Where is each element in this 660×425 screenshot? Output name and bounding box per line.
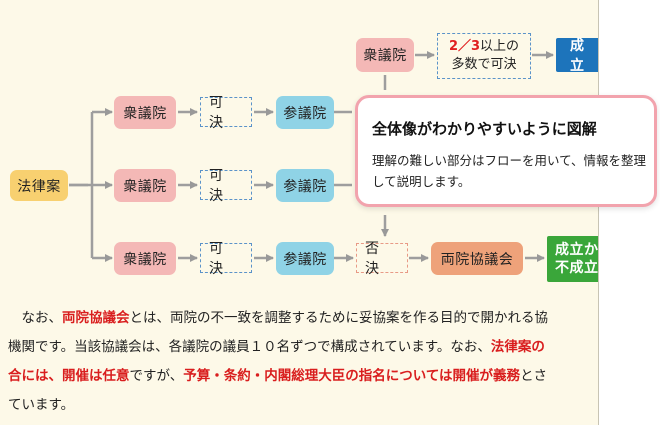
- row3-house-of-councillors-box: 参議院: [276, 169, 334, 202]
- result-line-2: 不成立: [555, 260, 598, 276]
- row3-house-of-representatives-box: 衆議院: [114, 169, 176, 202]
- row4-house-of-representatives-box: 衆議院: [114, 242, 176, 275]
- rejected-box: 否決: [356, 241, 408, 277]
- two-thirds-majority-box: 2／3以上の 多数で可決: [437, 33, 531, 79]
- text-segment: ですが、: [129, 368, 184, 384]
- passed-result-box: 成 立: [556, 38, 598, 74]
- callout-title: 全体像がわかりやすいように図解: [372, 120, 597, 138]
- row2-house-of-representatives-box: 衆議院: [114, 96, 176, 129]
- page-edge-divider: [598, 0, 599, 425]
- majority-line-1: 2／3以上の: [449, 38, 519, 56]
- law-bill-box: 法律案: [10, 170, 68, 201]
- highlight-mandatory: 予算・条約・内閣総理大臣の指名については開催が義務: [183, 368, 521, 384]
- paragraph-line-4: ています。: [8, 397, 75, 413]
- majority-line-1-rest: 以上の: [480, 39, 520, 54]
- majority-line-2: 多数で可決: [451, 57, 517, 72]
- paragraph-line-2: 機関です。当該協議会は、各議院の議員１０名ずつで構成されています。なお、法律案の: [8, 333, 598, 362]
- pass-or-fail-result-box: 成立か 不成立: [547, 236, 598, 282]
- callout-body: 理解の難しい部分はフローを用いて、情報を整理して説明します。: [372, 153, 647, 189]
- text-segment: なお、: [8, 310, 62, 326]
- row1-house-of-representatives-box: 衆議院: [356, 38, 414, 72]
- text-segment: とさ: [520, 368, 548, 384]
- two-thirds-fraction: 2／3: [448, 39, 481, 54]
- paragraph-line-3: 合には、開催は任意ですが、予算・条約・内閣総理大臣の指名については開催が義務とさ: [8, 362, 598, 391]
- feature-callout: 全体像がわかりやすいように図解 理解の難しい部分はフローを用いて、情報を整理して…: [355, 95, 657, 207]
- row2-approved-box: 可決: [200, 95, 252, 131]
- row4-house-of-councillors-box: 参議院: [276, 242, 334, 275]
- highlight-optional: 合には、開催は任意: [8, 368, 130, 384]
- paragraph-line-1: なお、両院協議会とは、両院の不一致を調整するために妥協案を作る目的で開かれる協: [8, 304, 598, 333]
- textbook-page: 法律案 衆議院 2／3以上の 多数で可決 成 立 衆議院 可決 参議院 衆議院 …: [0, 0, 598, 425]
- result-line-1: 成立か: [555, 242, 598, 258]
- row3-approved-box: 可決: [200, 168, 252, 204]
- row2-house-of-councillors-box: 参議院: [276, 96, 334, 129]
- joint-committee-box: 両院協議会: [431, 242, 523, 275]
- text-segment: 機関です。当該協議会は、各議院の議員１０名ずつで構成されています。なお、: [8, 339, 491, 355]
- highlight-law-bill: 法律案の: [490, 339, 545, 355]
- flow-arrows: [69, 51, 554, 262]
- text-segment: とは、両院の不一致を調整するために妥協案を作る目的で開かれる協: [129, 310, 549, 326]
- row4-approved-box: 可決: [200, 241, 252, 277]
- explanation-paragraph: なお、両院協議会とは、両院の不一致を調整するために妥協案を作る目的で開かれる協 …: [8, 304, 598, 420]
- highlight-joint-committee: 両院協議会: [62, 310, 130, 326]
